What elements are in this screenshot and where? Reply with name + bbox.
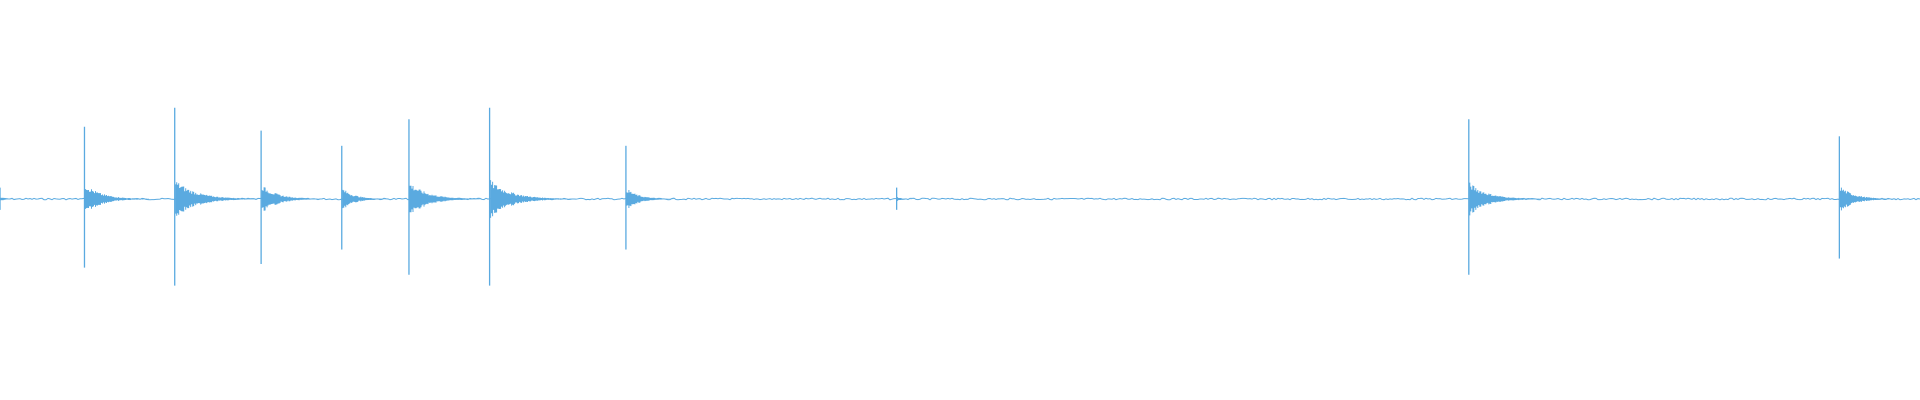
waveform-transient xyxy=(1838,136,1896,259)
transient-tail xyxy=(1469,182,1541,216)
transient-tail xyxy=(0,197,19,201)
waveform-transient xyxy=(341,145,390,250)
waveform-transients xyxy=(0,107,1896,286)
transient-tail xyxy=(409,185,481,213)
transient-tail xyxy=(897,197,916,201)
transient-tail xyxy=(342,189,390,209)
waveform-transient xyxy=(260,130,323,264)
transient-tail xyxy=(1839,187,1896,211)
waveform-transient xyxy=(625,145,674,250)
waveform-transient xyxy=(895,187,916,210)
waveform-transient xyxy=(408,119,481,275)
transient-tail xyxy=(626,190,674,208)
transient-tail xyxy=(261,187,323,211)
transient-tail xyxy=(490,180,573,218)
waveform-transient xyxy=(0,187,19,210)
transient-tail xyxy=(175,182,258,216)
waveform-transient xyxy=(1468,119,1541,275)
waveform-transient xyxy=(83,126,149,268)
transient-tail xyxy=(85,189,149,209)
waveform-transient xyxy=(174,107,258,286)
waveform-transient xyxy=(488,107,573,286)
